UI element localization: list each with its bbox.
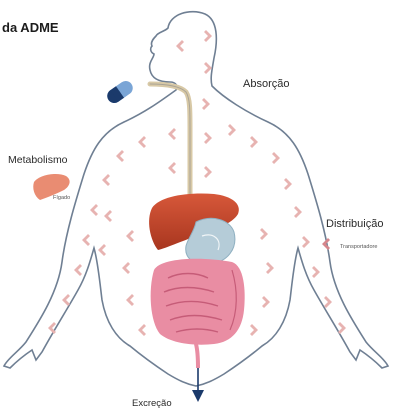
label-transportadore: Transportadore	[340, 244, 377, 250]
label-metabolismo: Metabolismo	[8, 154, 68, 166]
diagram-title: da ADME	[2, 20, 59, 35]
label-excrecao: Excreção	[132, 398, 172, 409]
label-distribuicao: Distribuição	[326, 218, 383, 230]
label-absorcao: Absorção	[243, 78, 289, 90]
label-figado: Fígado	[53, 195, 70, 201]
capsule-icon	[105, 78, 136, 106]
